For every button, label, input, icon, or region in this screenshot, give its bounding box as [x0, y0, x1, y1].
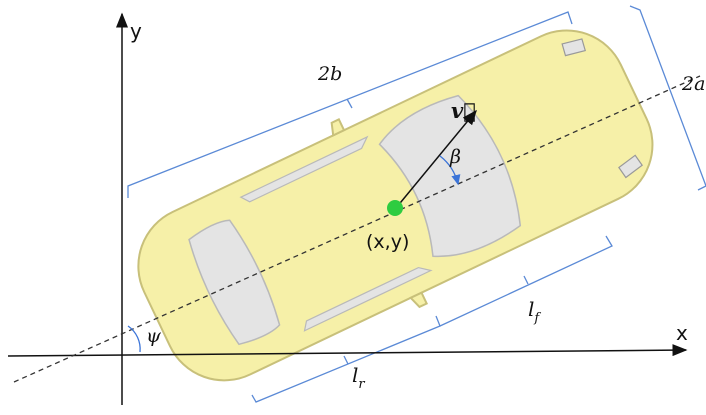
velocity-vector [395, 109, 477, 209]
left-side-window [239, 135, 369, 203]
rear-length-label: lr [352, 363, 365, 392]
rear-length-tick [343, 355, 349, 365]
front-length-tick [523, 275, 529, 285]
center-point-label: (x,y) [366, 231, 409, 253]
heading-angle-label: ψ [146, 325, 162, 347]
x-axis [7, 344, 688, 357]
width-2a-bracket [629, 5, 706, 191]
dimension-lines [127, 5, 706, 403]
front-length-bracket [439, 235, 613, 327]
windshield [378, 94, 522, 258]
left-headlight [561, 38, 587, 57]
right-mirror [409, 291, 429, 309]
axis-y-label: y [130, 19, 142, 43]
right-side-window [303, 266, 433, 332]
left-mirror [330, 118, 346, 137]
length-2b-bracket [127, 11, 573, 198]
heading-centerline [13, 75, 701, 383]
slip-angle-label: β [449, 146, 461, 168]
length-label: 2b [317, 63, 342, 85]
length-2b-tick [346, 98, 353, 109]
axis-x-label: x [676, 321, 688, 345]
width-label: 2a [681, 73, 705, 95]
right-headlight [618, 154, 643, 179]
heading-angle-arc [127, 325, 141, 353]
center-of-mass-point [387, 200, 403, 216]
velocity-label: v⃗ [451, 98, 476, 123]
slip-angle-arc [439, 155, 461, 186]
front-length-label: lf [528, 297, 541, 326]
rear-window [188, 219, 281, 346]
